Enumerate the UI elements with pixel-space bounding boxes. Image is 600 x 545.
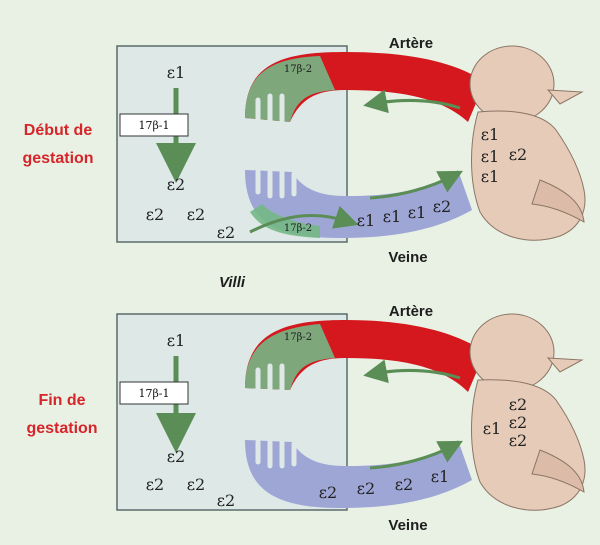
tissue-estrogen-top: ε1	[167, 63, 185, 82]
tissue-estrogen-top: ε1	[167, 331, 185, 350]
fetus-estrogen-3: ε2	[509, 413, 527, 432]
stage-label-line-2: gestation	[26, 420, 97, 437]
vein-label: Veine	[388, 249, 427, 266]
stage-label-line-2: gestation	[22, 150, 93, 167]
panel-debut-gestation: 17β-1 17β-2 17β-2 ε1 ε2 ε2 ε2 ε2 ε1 ε1 ε…	[22, 35, 586, 266]
artery-label: Artère	[389, 35, 433, 52]
tissue-enzyme-label: 17β-1	[138, 387, 169, 400]
tissue-to-vein-arrow	[249, 205, 359, 234]
vein-estrogen-4: ε1	[431, 467, 449, 486]
fetus-illustration	[469, 45, 586, 241]
tissue-estrogen-bottom-1: ε2	[146, 205, 164, 224]
fetus-illustration	[469, 313, 586, 511]
vein-estrogen-4: ε2	[433, 197, 451, 216]
artery-flow-arrow	[363, 89, 461, 114]
vein-estrogen-3: ε2	[395, 475, 413, 494]
fetus-estrogen-2: ε1	[481, 147, 499, 166]
vein-estrogen-3: ε1	[408, 203, 426, 222]
stage-label-line-1: Début de	[24, 122, 93, 139]
artery-enzyme-label: 17β-2	[284, 332, 312, 343]
villi-label: Villi	[219, 274, 246, 291]
fetus-estrogen-1: ε1	[481, 125, 499, 144]
tissue-estrogen-bottom-2: ε2	[187, 205, 205, 224]
enzyme-box	[119, 113, 189, 137]
artery-flow-arrow	[363, 359, 461, 384]
vein-estrogen-2: ε1	[383, 207, 401, 226]
vein-enzyme-zone	[250, 204, 320, 238]
vein-flow-arrow	[369, 440, 463, 470]
fetus-estrogen-4: ε2	[509, 431, 527, 450]
artery-label: Artère	[389, 303, 433, 320]
panel-fin-gestation: 17β-1 17β-2 ε1 ε2 ε2 ε2 ε2 ε2 ε2 ε2 ε1 ε…	[26, 303, 586, 534]
vein-vessel	[245, 170, 472, 238]
artery-villi	[255, 93, 285, 123]
artery-enzyme-label: 17β-2	[284, 64, 312, 75]
artery-villi	[255, 363, 285, 393]
vein-flow-arrow	[369, 170, 463, 200]
fetus-estrogen-1: ε1	[483, 419, 501, 438]
tissue-estrogen-bottom-3: ε2	[217, 491, 235, 510]
fetus-estrogen-2: ε2	[509, 395, 527, 414]
vein-villi	[255, 439, 297, 469]
tissue-enzyme-label: 17β-1	[138, 119, 169, 132]
vein-vessel	[245, 440, 472, 508]
vein-estrogen-1: ε2	[319, 483, 337, 502]
fetus-estrogen-3: ε1	[481, 167, 499, 186]
vein-label: Veine	[388, 517, 427, 534]
stage-label-line-1: Fin de	[38, 392, 85, 409]
tissue-estrogen-mid: ε2	[167, 447, 185, 466]
tissue-estrogen-mid: ε2	[167, 175, 185, 194]
vein-estrogen-2: ε2	[357, 479, 375, 498]
enzyme-box	[119, 381, 189, 405]
vein-villi	[255, 169, 297, 199]
tissue-estrogen-bottom-2: ε2	[187, 475, 205, 494]
fetus-estrogen-4: ε2	[509, 145, 527, 164]
vein-estrogen-1: ε1	[357, 211, 375, 230]
tissue-estrogen-bottom-3: ε2	[217, 223, 235, 242]
tissue-estrogen-bottom-1: ε2	[146, 475, 164, 494]
vein-enzyme-label: 17β-2	[284, 223, 312, 234]
